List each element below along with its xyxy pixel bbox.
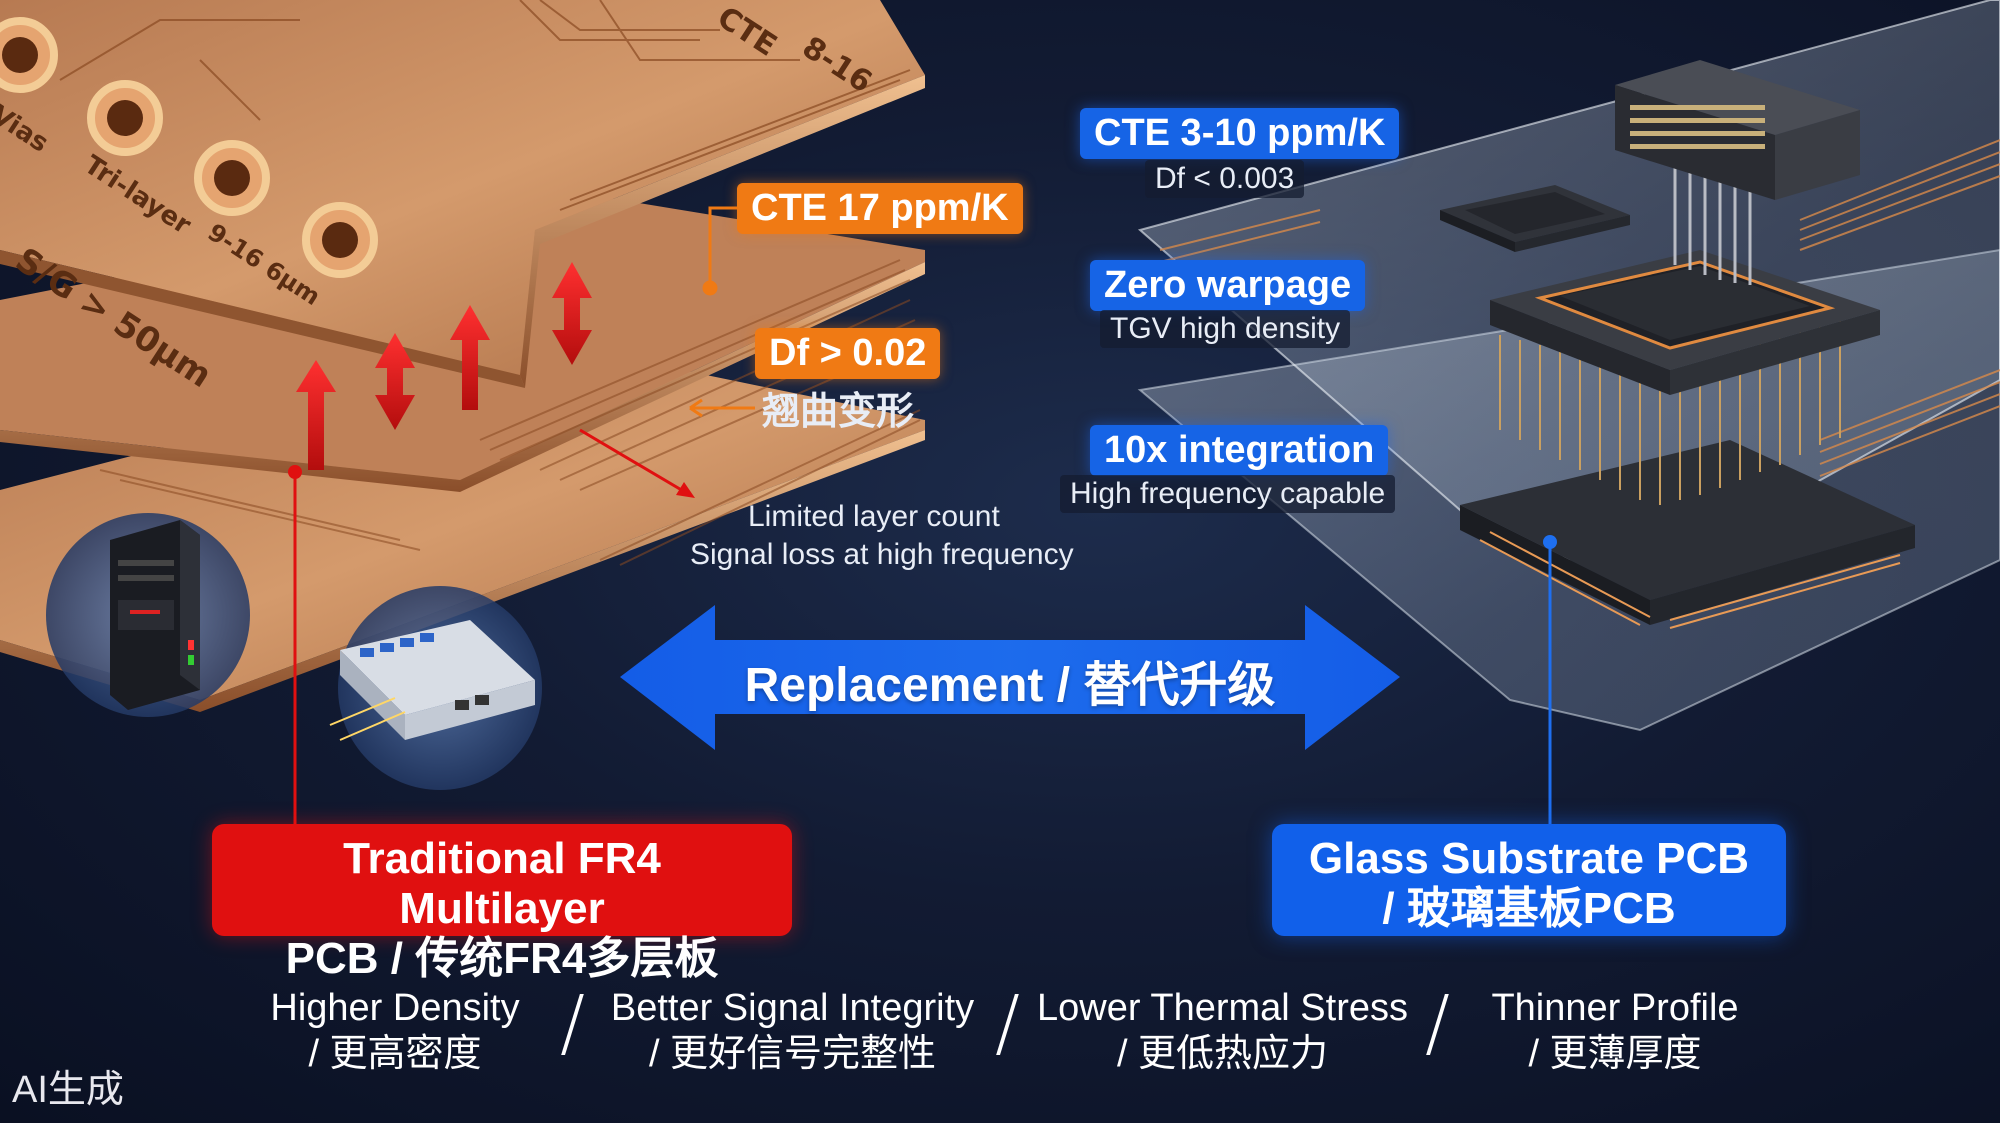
small-ic-icon xyxy=(1440,185,1630,252)
benefit-density: Higher Density / 更高密度 xyxy=(250,985,540,1077)
benefit-en: Thinner Profile xyxy=(1491,987,1739,1029)
benefit-separator: / xyxy=(995,980,1020,1066)
network-switch-icon xyxy=(329,586,542,790)
benefit-separator: / xyxy=(1425,980,1450,1066)
glass-substrate-stack xyxy=(1137,0,2000,824)
glass-hf-label: High frequency capable xyxy=(1060,475,1396,513)
fr4-vias xyxy=(0,17,378,278)
benefit-thermal: Lower Thermal Stress / 更低热应力 xyxy=(1035,985,1410,1077)
benefit-signal: Better Signal Integrity / 更好信号完整性 xyxy=(600,985,985,1077)
benefit-en: Better Signal Integrity xyxy=(610,987,975,1029)
glass-label-line2: / 玻璃基板PCB xyxy=(1382,884,1676,933)
benefit-thinner: Thinner Profile / 更薄厚度 xyxy=(1475,985,1755,1077)
benefit-cn: / 更高密度 xyxy=(308,1033,482,1075)
glass-warpage-tag: Zero warpage xyxy=(1090,260,1366,311)
benefit-en: Higher Density xyxy=(270,987,520,1029)
fr4-board-top xyxy=(0,0,925,375)
bga-chip-lower xyxy=(1460,440,1915,629)
fr4-label-line1: Traditional FR4 Multilayer xyxy=(343,834,661,933)
fr4-cte-tag: CTE 17 ppm/K xyxy=(737,183,1023,234)
fr4-df-tag: Df > 0.02 xyxy=(755,328,941,379)
glass-pcb-label: Glass Substrate PCB / 玻璃基板PCB xyxy=(1272,824,1786,936)
glass-label-line1: Glass Substrate PCB xyxy=(1308,834,1750,883)
benefit-cn: / 更好信号完整性 xyxy=(648,1033,937,1075)
glass-integration-tag: 10x integration xyxy=(1090,425,1389,476)
warp-stress-arrows xyxy=(296,262,592,470)
glass-df-label: Df < 0.003 xyxy=(1145,160,1305,198)
ai-generated-watermark: AI生成 xyxy=(12,1069,124,1111)
benefit-separator: / xyxy=(560,980,585,1066)
server-tower-icon xyxy=(46,513,250,717)
fr4-limit-line1: Limited layer count xyxy=(748,500,1000,533)
bga-chip-icon xyxy=(1490,250,1880,505)
fr4-label-line2: PCB / 传统FR4多层板 xyxy=(285,934,719,983)
benefit-cn: / 更低热应力 xyxy=(1116,1033,1329,1075)
replacement-label: Replacement / 替代升级 xyxy=(744,659,1276,712)
fr4-pcb-label: Traditional FR4 Multilayer PCB / 传统FR4多层… xyxy=(212,824,792,983)
benefit-cn: / 更薄厚度 xyxy=(1528,1033,1702,1075)
replacement-double-arrow xyxy=(620,605,1400,750)
connector-module-icon xyxy=(1615,60,1860,285)
glass-tgv-label: TGV high density xyxy=(1100,310,1351,348)
fr4-limit-line2: Signal loss at high frequency xyxy=(690,538,1074,571)
glass-cte-tag: CTE 3-10 ppm/K xyxy=(1080,108,1400,159)
benefit-en: Lower Thermal Stress xyxy=(1037,987,1408,1029)
fr4-warp-label: 翘曲变形 xyxy=(762,389,915,433)
